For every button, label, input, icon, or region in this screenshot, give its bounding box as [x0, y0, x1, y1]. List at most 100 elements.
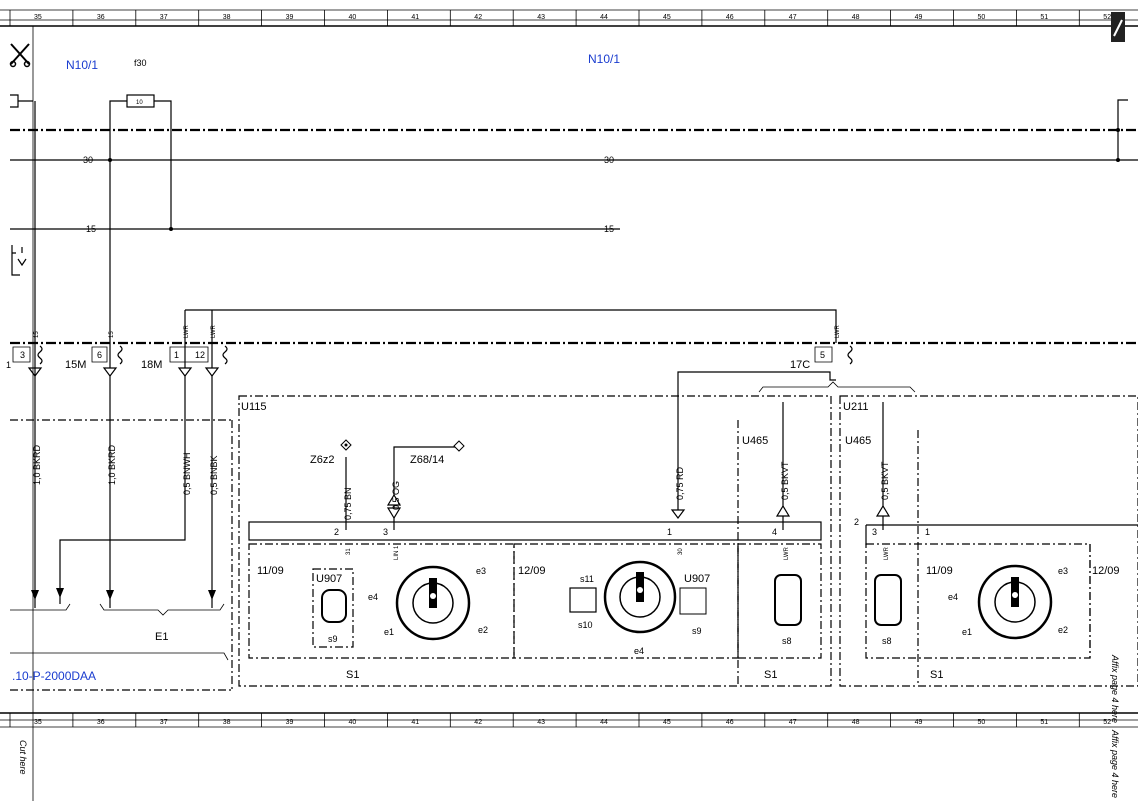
connector-block-3: 3: [12, 345, 43, 365]
affix-text-a: Affix page 4 here: [1110, 654, 1120, 723]
z68-label: Z68/14: [410, 454, 444, 466]
ruler-top-number: 52: [1103, 14, 1111, 21]
e3-label-a: e3: [476, 566, 486, 576]
s8-b: s8: [882, 636, 892, 646]
pin-30: 30: [678, 548, 684, 555]
u115-label: U115: [241, 401, 266, 413]
ruler-top-number: 37: [160, 14, 168, 21]
pin-2b: 2: [854, 517, 859, 527]
headlamp-range-wheel-a: [774, 574, 802, 626]
switch-inner-u211: [865, 543, 1091, 659]
s9-a: s9: [328, 634, 338, 644]
svg-text:6: 6: [97, 350, 102, 360]
s1-label-a: S1: [346, 669, 359, 681]
ruler-top-number: 47: [789, 14, 797, 21]
ruler-top-number: 39: [286, 14, 294, 21]
bus15-label-b: 15: [604, 224, 614, 234]
light-sensor-icon-a: [321, 589, 347, 623]
ruler-top-number: 45: [663, 14, 671, 21]
n10-label-mid: N10/1: [588, 52, 620, 66]
ruler-bottom-number: 39: [286, 719, 294, 726]
ruler-bottom-number: 50: [978, 719, 986, 726]
switch-housing-box: [248, 521, 822, 541]
rotary-light-switch-icon-a: [395, 565, 471, 641]
wire-label-2: 1,0 BKRD: [107, 444, 117, 485]
s9-b: s9: [692, 626, 702, 636]
conn-18m: 18M: [141, 359, 162, 371]
e4-label-b: e4: [634, 646, 644, 656]
fuse-f30-value: 10: [136, 100, 143, 106]
svg-text:12: 12: [195, 350, 205, 360]
ruler-bottom-number: 35: [34, 719, 42, 726]
ruler-bottom-number: 52: [1103, 719, 1111, 726]
e1-arrows: [31, 588, 216, 600]
e3-label-b: e3: [1058, 566, 1068, 576]
fuse-f30-label: f30: [134, 58, 147, 68]
u907-left-box: [312, 568, 354, 648]
e1-brace-b: [99, 603, 225, 616]
rotary-light-switch-icon-c: [977, 564, 1053, 640]
conn-17c: 17C: [790, 359, 810, 371]
ruler-top-number: 40: [349, 14, 357, 21]
s1-label-b: S1: [764, 669, 777, 681]
version-1209-b: 12/09: [1092, 565, 1120, 577]
conn-15m: 15M: [65, 359, 86, 371]
rotary-light-switch-icon-b: [603, 560, 677, 634]
ruler-bottom-number: 51: [1040, 719, 1048, 726]
ruler-bottom-number: 49: [915, 719, 923, 726]
ruler-top-number: 50: [978, 14, 986, 21]
top-conn-lwr-b: LWR: [211, 324, 217, 338]
u907-left-label: U907: [316, 573, 342, 585]
pin-4: 4: [772, 527, 777, 537]
pin-1b: 1: [925, 527, 930, 537]
ruler-top-number: 48: [852, 14, 860, 21]
ruler-bottom-number: 38: [223, 719, 231, 726]
ruler-bottom-number: 37: [160, 719, 168, 726]
wire-label-8: 0,5 BKVT: [780, 461, 790, 500]
pin-31: 31: [346, 548, 352, 555]
ruler-top-number: 49: [915, 14, 923, 21]
s10-label: s10: [578, 620, 593, 630]
bus15-label-a: 15: [86, 224, 96, 234]
ruler-top-number: 36: [97, 14, 105, 21]
version-1109-b: 11/09: [926, 565, 953, 577]
wire-label-1: 1,0 BKRD: [32, 444, 42, 485]
pin-lin1: LIN 1: [394, 545, 400, 560]
affix-text-b: Affix page 4 here: [1110, 729, 1120, 798]
s10-s11-block: [569, 587, 597, 613]
ruler-bottom-number: 48: [852, 719, 860, 726]
wire-label-7: 0,75 RD: [675, 466, 685, 500]
s8-a: s8: [782, 636, 792, 646]
wire-label-3: 0,5 BNWH: [182, 452, 192, 495]
top-conn-lwr-a: LWR: [184, 324, 190, 338]
e1-brace-a: [10, 603, 71, 611]
ruler-bottom-number: 43: [537, 719, 545, 726]
wire-label-4: 0,5 BNBK: [209, 455, 219, 495]
version-1209-a: 12/09: [518, 565, 546, 577]
version-1109-a: 11/09: [257, 565, 284, 577]
s11-label: s11: [580, 574, 594, 584]
u211-label: U211: [843, 401, 868, 413]
u907-mid-label: U907: [684, 573, 710, 585]
ruler-bottom-number: 40: [349, 719, 357, 726]
ruler-bottom-number: 44: [600, 719, 608, 726]
top-conn-15-b: 15: [109, 331, 115, 338]
top-conn-15-a: 15: [34, 331, 40, 338]
e4-label-c: e4: [948, 592, 958, 602]
pin-3b: 3: [872, 527, 877, 537]
e1-label-a: e1: [384, 627, 394, 637]
ruler-top-number: 51: [1040, 14, 1048, 21]
ruler-top-number: 42: [474, 14, 482, 21]
pin-3: 3: [383, 527, 388, 537]
ruler-top-number: 44: [600, 14, 608, 21]
ruler-bottom-number: 41: [411, 719, 419, 726]
pin-1: 1: [667, 527, 672, 537]
pin-lwr-a: LWR: [784, 546, 790, 560]
u465-a-label: U465: [742, 435, 768, 447]
svg-text:5: 5: [820, 350, 825, 360]
ruler-bottom-number: 47: [789, 719, 797, 726]
svg-text:3: 3: [20, 350, 25, 360]
ruler-top-number: 38: [223, 14, 231, 21]
